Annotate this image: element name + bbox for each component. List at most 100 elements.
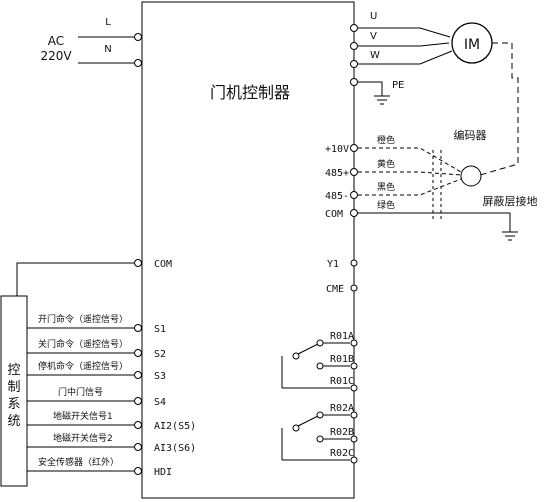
motor-label: IM xyxy=(464,37,480,53)
encoder-wires xyxy=(358,147,511,232)
signal-label: 开门命令（遥控信号） xyxy=(38,313,128,325)
signal-row: 安全传感器（红外） HDI xyxy=(27,456,172,478)
relay-terminal xyxy=(350,384,358,392)
relay-1: R01A R01B R01C xyxy=(281,331,358,392)
encoder-terminal: COM 绿色 xyxy=(325,199,395,220)
left-terminal-dot xyxy=(134,259,142,267)
y1-terminal xyxy=(350,259,358,267)
control-system-char: 系 xyxy=(7,397,20,412)
encoder-terminal-label: 485+ xyxy=(325,168,349,179)
u-label: U xyxy=(370,11,377,22)
signal-label: 地磁开关信号2 xyxy=(53,432,113,444)
relay-contact xyxy=(316,411,324,419)
left-terminal-dot xyxy=(134,397,142,405)
encoder-wire-label: 橙色 xyxy=(377,134,395,146)
pe-label: PE xyxy=(392,80,404,91)
u-wire xyxy=(358,27,451,38)
left-terminal: COM xyxy=(134,259,172,270)
encoder-terminal: +10V 橙色 xyxy=(325,134,395,155)
signal-label: 门中门信号 xyxy=(58,386,103,398)
encoder-terminal-label: COM xyxy=(325,209,343,220)
relay-2: R02A R02B R02C xyxy=(281,403,358,464)
relay-label: R01B xyxy=(330,354,354,365)
relay-label: R02B xyxy=(330,427,354,438)
voltage-label: 220V xyxy=(40,49,72,63)
signal-row: 关门命令（遥控信号） S2 xyxy=(27,338,166,360)
shield-ground-icon xyxy=(502,231,518,241)
com-wire xyxy=(16,262,135,296)
signal-row: 门中门信号 S4 xyxy=(27,386,166,408)
signal-row: 地磁开关信号1 AI2(S5) xyxy=(27,410,196,432)
encoder-title: 编码器 xyxy=(454,128,487,142)
relay-terminal xyxy=(350,411,358,419)
cme-label: CME xyxy=(326,284,344,295)
l-terminal xyxy=(134,33,142,41)
left-terminal-dot xyxy=(134,421,142,429)
encoder-terminal-label: +10V xyxy=(325,144,349,155)
n-label: N xyxy=(104,44,111,55)
v-terminal xyxy=(350,42,358,50)
signal-label: 关门命令（遥控信号） xyxy=(38,338,128,350)
controller-title: 门机控制器 xyxy=(210,83,290,102)
relay-contact xyxy=(316,362,324,370)
control-system-char: 控 xyxy=(7,363,20,378)
left-terminal-label: S4 xyxy=(154,397,166,408)
signal-row: 停机命令（遥控信号） S3 xyxy=(27,360,166,382)
control-system-box xyxy=(0,295,28,487)
signal-label: 地磁开关信号1 xyxy=(53,410,113,422)
n-terminal xyxy=(134,59,142,67)
v-wire xyxy=(358,42,450,47)
relay-contact xyxy=(316,339,324,347)
left-terminals: COM 开门命令（遥控信号） S1 关门命令（遥控信号） S2 停机命令（遥控信… xyxy=(27,259,196,478)
left-terminal-dot xyxy=(134,324,142,332)
left-terminal-label: AI2(S5) xyxy=(154,421,196,432)
left-terminal-dot xyxy=(134,467,142,475)
relay-contact xyxy=(316,435,324,443)
w-terminal xyxy=(350,60,358,68)
signal-label: 安全传感器（红外） xyxy=(38,456,119,468)
left-terminal-label: AI3(S6) xyxy=(154,443,196,454)
left-terminal-label: S3 xyxy=(154,371,166,382)
encoder-icon xyxy=(460,165,482,187)
relay-contact xyxy=(292,424,300,432)
u-terminal xyxy=(350,24,358,32)
pe-terminal xyxy=(350,78,358,86)
encoder-terminal-dot xyxy=(350,191,358,199)
w-label: W xyxy=(370,50,380,61)
pe-wire xyxy=(358,81,383,96)
encoder-terminal-dot xyxy=(350,168,358,176)
signal-row: 开门命令（遥控信号） S1 xyxy=(27,313,166,335)
control-system-char: 统 xyxy=(7,414,20,429)
l-label: L xyxy=(105,17,111,28)
encoder-terminal-group: +10V 橙色 485+ 黄色 485- 黑色 COM 绿色 xyxy=(325,134,395,220)
motor-encoder-link xyxy=(479,42,519,176)
encoder-wire-label: 黄色 xyxy=(377,158,395,170)
encoder-terminal-label: 485- xyxy=(325,191,349,202)
relay-label: R02A xyxy=(330,403,354,414)
shield-label: 屏蔽层接地 xyxy=(483,195,538,208)
shield-dashes xyxy=(432,150,442,222)
relay-terminal xyxy=(350,362,358,370)
relay-contact xyxy=(292,352,300,360)
signal-row: 地磁开关信号2 AI3(S6) xyxy=(27,432,196,454)
relay-terminal xyxy=(350,339,358,347)
relay-label: R01C xyxy=(330,376,354,387)
y1-label: Y1 xyxy=(327,259,339,270)
relay-label: R01A xyxy=(330,331,354,342)
left-terminal-dot xyxy=(134,371,142,379)
w-wire xyxy=(358,50,453,65)
left-terminal-dot xyxy=(134,349,142,357)
cme-terminal xyxy=(350,284,358,292)
relay-label: R02C xyxy=(330,448,354,459)
encoder-terminal-dot xyxy=(350,144,358,152)
signal-label: 停机命令（遥控信号） xyxy=(38,360,128,372)
left-terminal-label: S1 xyxy=(154,324,166,335)
left-terminal-label: COM xyxy=(154,259,172,270)
encoder-terminal: 485+ 黄色 xyxy=(325,158,395,179)
encoder-terminal: 485- 黑色 xyxy=(325,181,395,202)
left-terminal-dot xyxy=(134,443,142,451)
control-system-char: 制 xyxy=(7,380,20,395)
encoder-wire-label: 黑色 xyxy=(377,181,395,193)
v-label: V xyxy=(370,31,377,42)
